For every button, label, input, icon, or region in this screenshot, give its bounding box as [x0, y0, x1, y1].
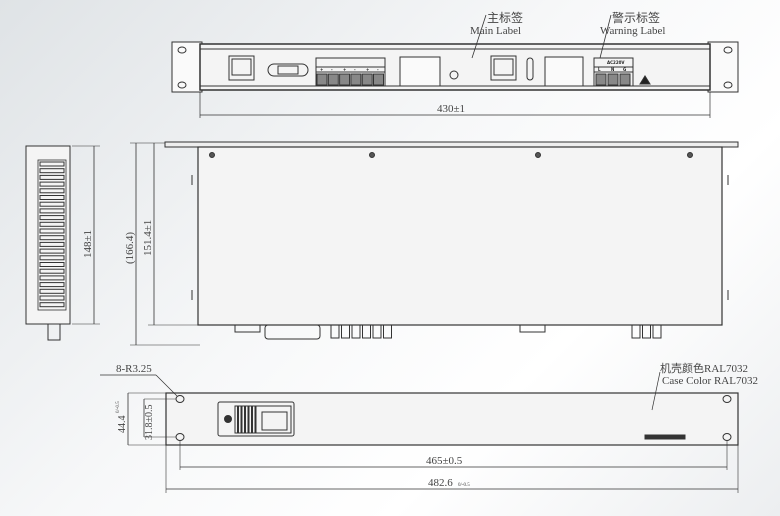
panel-height-dim: 44.4	[117, 416, 128, 434]
heatsink-fin	[652, 324, 662, 339]
breaker-slot	[234, 405, 238, 434]
connector	[264, 324, 321, 340]
polarity: +	[343, 67, 346, 72]
vent-slot	[39, 268, 65, 274]
vent-slot	[39, 248, 65, 254]
warning-label-box	[544, 56, 584, 87]
heatsink-fin	[642, 324, 651, 339]
vent-slot	[39, 288, 65, 294]
vent-slot	[39, 275, 65, 281]
ac-input-label: AC220V	[607, 60, 625, 65]
panel-height-tol: 0/-0.5	[116, 401, 121, 413]
vent-slot	[39, 188, 65, 194]
body-depth-dim: 151.4±1	[142, 220, 154, 256]
terminal-l: L	[598, 67, 601, 72]
dc-terminal-block	[315, 57, 386, 87]
terminal	[316, 73, 328, 86]
case-color-en: Case Color RAL7032	[662, 375, 758, 387]
vent-slot	[39, 262, 65, 267]
heatsink-fin	[351, 324, 361, 339]
heatsink-fin	[330, 324, 340, 339]
knob	[449, 70, 459, 80]
control-module	[217, 401, 295, 437]
warning-label-leader	[599, 14, 612, 59]
vent-slot	[39, 241, 65, 247]
vent-slot	[39, 255, 65, 261]
terminal	[327, 73, 339, 86]
terminal	[339, 73, 351, 86]
terminal-g: G	[623, 67, 626, 72]
top-view	[164, 141, 739, 340]
breaker-slot	[238, 405, 242, 434]
heatsink-fin	[631, 324, 641, 339]
polarity: +	[320, 67, 323, 72]
polarity: -	[354, 67, 356, 72]
mount-hole	[723, 81, 733, 89]
vent-slot	[39, 295, 65, 301]
hole-spacing-dim: 31.8±0.5	[144, 405, 155, 441]
case-color-cn: 机壳颜色RAL7032	[660, 361, 748, 375]
overall-width-tol: 0/-0.5	[458, 483, 470, 488]
vent-slot	[39, 215, 65, 221]
heatsink-fin	[341, 324, 350, 339]
hole-spec: 8-R3.25	[116, 363, 152, 375]
hole-leader	[155, 374, 178, 397]
vent-slot	[39, 228, 65, 234]
ventilation-grille	[39, 161, 65, 308]
mount-hole	[723, 46, 733, 54]
polarity: -	[331, 67, 333, 72]
front-panel-view	[171, 14, 739, 118]
main-label-en: Main Label	[470, 25, 521, 37]
mount-hole	[177, 46, 187, 54]
vent-slot	[39, 174, 65, 180]
side-view	[25, 142, 200, 346]
vent-slot	[39, 208, 65, 214]
brand-mark	[644, 434, 686, 440]
terminal	[350, 73, 362, 86]
front-elevation	[100, 371, 739, 493]
vent-slot	[39, 302, 65, 308]
vent-slot	[39, 221, 65, 227]
breaker-slot	[248, 405, 252, 434]
warning-label-en: Warning Label	[600, 25, 665, 37]
ac-terminal-block	[593, 57, 634, 87]
vent-slot	[39, 181, 65, 187]
breaker-slot	[245, 405, 249, 434]
mount-width-dim: 465±0.5	[426, 455, 463, 467]
vent-slot	[39, 195, 65, 200]
terminal	[361, 73, 373, 86]
heatsink-fin	[383, 324, 392, 339]
warning-label-cn: 警示标签	[612, 10, 660, 25]
vent-slot	[39, 201, 65, 207]
main-label-box	[399, 56, 441, 87]
mount-hole	[177, 81, 187, 89]
side-height-dim: 148±1	[82, 230, 94, 258]
polarity: +	[366, 67, 369, 72]
polarity: -	[377, 67, 379, 72]
terminal	[373, 73, 384, 86]
vent-slot	[39, 168, 65, 174]
overall-width-dim: 482.6	[428, 477, 453, 489]
cable	[47, 324, 61, 341]
vent-slot	[39, 161, 65, 167]
terminal-n: N	[611, 67, 614, 72]
width-dim-label: 430±1	[437, 103, 465, 115]
power-switch	[228, 55, 255, 81]
main-label-cn: 主标签	[487, 10, 523, 25]
overall-depth-dim: (166.4)	[124, 232, 136, 264]
breaker-slot	[252, 405, 256, 434]
heatsink-fin	[362, 324, 371, 339]
vent-slot	[39, 282, 65, 288]
breaker-slot	[241, 405, 245, 434]
output-switch	[490, 55, 517, 81]
main-label-leader	[471, 14, 487, 59]
fuse-holder	[526, 57, 534, 81]
warning-triangle-icon	[639, 75, 651, 85]
connector	[267, 63, 309, 77]
vent-slot	[39, 235, 65, 241]
heatsink-fin	[372, 324, 382, 339]
